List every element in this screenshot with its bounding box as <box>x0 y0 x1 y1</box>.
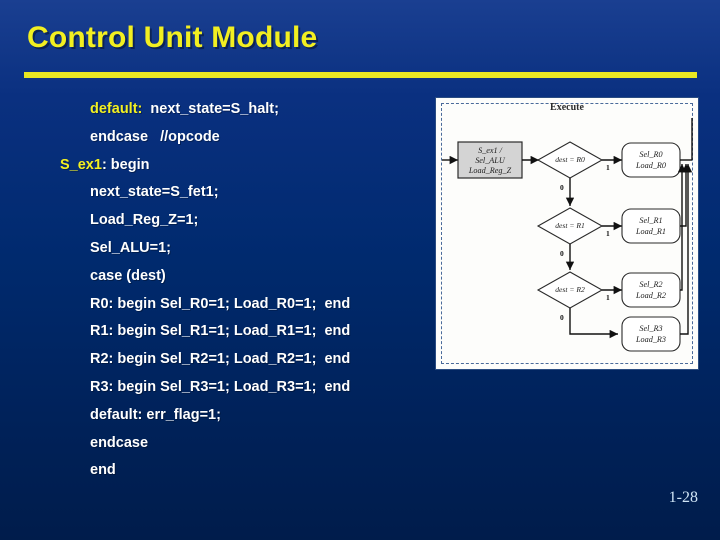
code-text: next_state=S_fet1; <box>90 184 219 201</box>
code-text: endcase //opcode <box>90 128 220 145</box>
code-text: R1: begin Sel_R1=1; Load_R1=1; end <box>90 323 351 340</box>
code-keyword: S_ex1 <box>60 156 102 173</box>
code-line: default: err_flag=1; <box>60 402 430 430</box>
asm-chart-title: Execute <box>550 102 584 113</box>
code-text: next_state=S_halt; <box>142 101 279 117</box>
title-divider <box>24 72 697 78</box>
code-line: case (dest) <box>60 263 430 291</box>
code-line: R0: begin Sel_R0=1; Load_R0=1; end <box>60 291 430 319</box>
code-text: end <box>90 462 116 479</box>
action-2-line2: Load_R2 <box>635 291 666 300</box>
action-3-line1: Sel_R3 <box>639 324 662 333</box>
action-2-line1: Sel_R2 <box>639 280 662 289</box>
code-line: Load_Reg_Z=1; <box>60 207 430 235</box>
decision-2-label: dest = R2 <box>555 285 585 294</box>
code-line: end <box>60 457 430 485</box>
decision-0-false-label: 0 <box>560 183 564 192</box>
code-text: endcase <box>90 434 149 451</box>
decision-1-label: dest = R1 <box>555 221 585 230</box>
code-keyword: default: <box>90 101 143 117</box>
verilog-code-block: default: next_state=S_halt;endcase //opc… <box>60 96 430 485</box>
action-1-line2: Load_R1 <box>635 227 666 236</box>
code-line: next_state=S_fet1; <box>60 179 430 207</box>
action-0-line2: Load_R0 <box>635 161 666 170</box>
decision-2-false-label: 0 <box>560 313 564 322</box>
decision-0-label: dest = R0 <box>555 155 585 164</box>
code-text: : begin <box>101 156 150 173</box>
action-1-line1: Sel_R1 <box>639 216 662 225</box>
asm-chart-dashed-border <box>441 103 693 364</box>
state-box-line3: Load_Reg_Z <box>468 166 512 175</box>
code-text: R3: begin Sel_R3=1; Load_R3=1; end <box>90 378 351 395</box>
page-title: Control Unit Module <box>27 21 318 54</box>
action-0-line1: Sel_R0 <box>639 150 662 159</box>
decision-1-false-label: 0 <box>560 249 564 258</box>
code-line: R3: begin Sel_R3=1; Load_R3=1; end <box>60 374 430 402</box>
code-line: default: next_state=S_halt; <box>60 96 430 124</box>
code-line: Sel_ALU=1; <box>60 235 430 263</box>
code-text: Sel_ALU=1; <box>90 239 171 256</box>
page-number: 1-28 <box>668 489 698 506</box>
decision-1-true-label: 1 <box>606 229 610 238</box>
code-text: R2: begin Sel_R2=1; Load_R2=1; end <box>90 351 351 368</box>
code-text: R0: begin Sel_R0=1; Load_R0=1; end <box>90 295 351 312</box>
state-box-line2: Sel_ALU <box>475 156 506 165</box>
code-line: endcase //opcode <box>60 124 430 152</box>
action-3-line2: Load_R3 <box>635 335 666 344</box>
decision-0-true-label: 1 <box>606 163 610 172</box>
code-line: endcase <box>60 430 430 458</box>
decision-2-true-label: 1 <box>606 293 610 302</box>
state-box-line1: S_ex1 / <box>478 146 503 155</box>
code-text: case (dest) <box>90 267 166 284</box>
code-line: R2: begin Sel_R2=1; Load_R2=1; end <box>60 346 430 374</box>
code-text: Load_Reg_Z=1; <box>90 212 199 229</box>
asm-flowchart-svg: S_ex1 / Sel_ALU Load_Reg_Z dest = R0 1 0… <box>442 118 693 352</box>
asm-chart-panel: Execute S_ex1 / Sel_ALU Load_Reg_Z dest … <box>436 98 698 369</box>
code-text: default: err_flag=1; <box>90 406 221 423</box>
code-line: S_ex1: begin <box>60 152 430 180</box>
code-line: R1: begin Sel_R1=1; Load_R1=1; end <box>60 318 430 346</box>
